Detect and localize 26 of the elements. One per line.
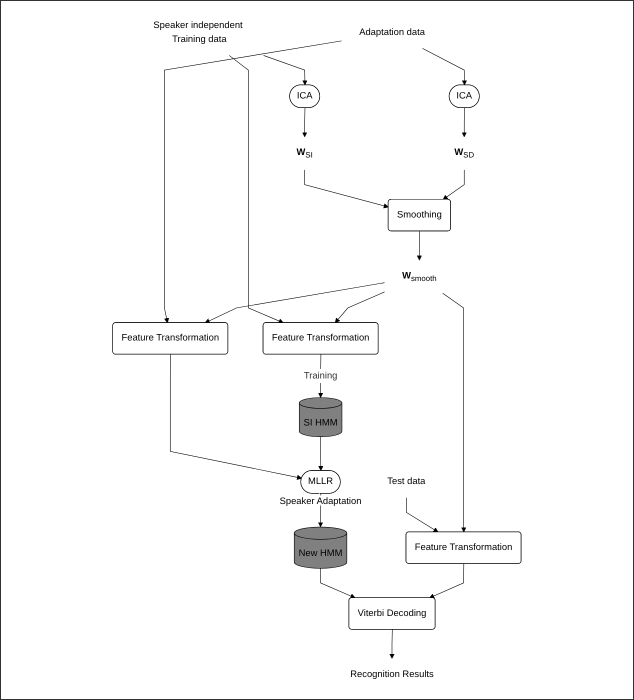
arrow xyxy=(442,292,466,532)
edge-label: Training xyxy=(304,370,338,381)
arrow xyxy=(429,564,464,598)
arrow xyxy=(462,108,467,138)
arrow xyxy=(422,48,468,86)
arrow xyxy=(164,40,342,324)
arrow xyxy=(263,55,308,86)
arrow xyxy=(406,497,438,532)
node-text: W$_{smooth}$ xyxy=(402,270,437,283)
arrow xyxy=(442,170,465,200)
node-text: Recognition Results xyxy=(350,669,434,680)
arrow xyxy=(390,629,395,659)
arrow xyxy=(318,436,324,471)
arrow xyxy=(204,282,385,324)
node-text: W$_{SD}$ xyxy=(454,148,474,160)
node-text: W$_{SI}$ xyxy=(296,148,313,160)
arrow xyxy=(334,292,385,324)
node-text: Adaptation data xyxy=(359,27,426,38)
arrow xyxy=(416,230,422,260)
arrow xyxy=(170,354,302,480)
node-text: Speaker independent Training data xyxy=(154,20,243,44)
arrow xyxy=(229,55,284,324)
arrow xyxy=(320,568,356,598)
arrow xyxy=(302,108,308,138)
arrow xyxy=(304,170,389,208)
node-text: Test data xyxy=(387,476,426,487)
